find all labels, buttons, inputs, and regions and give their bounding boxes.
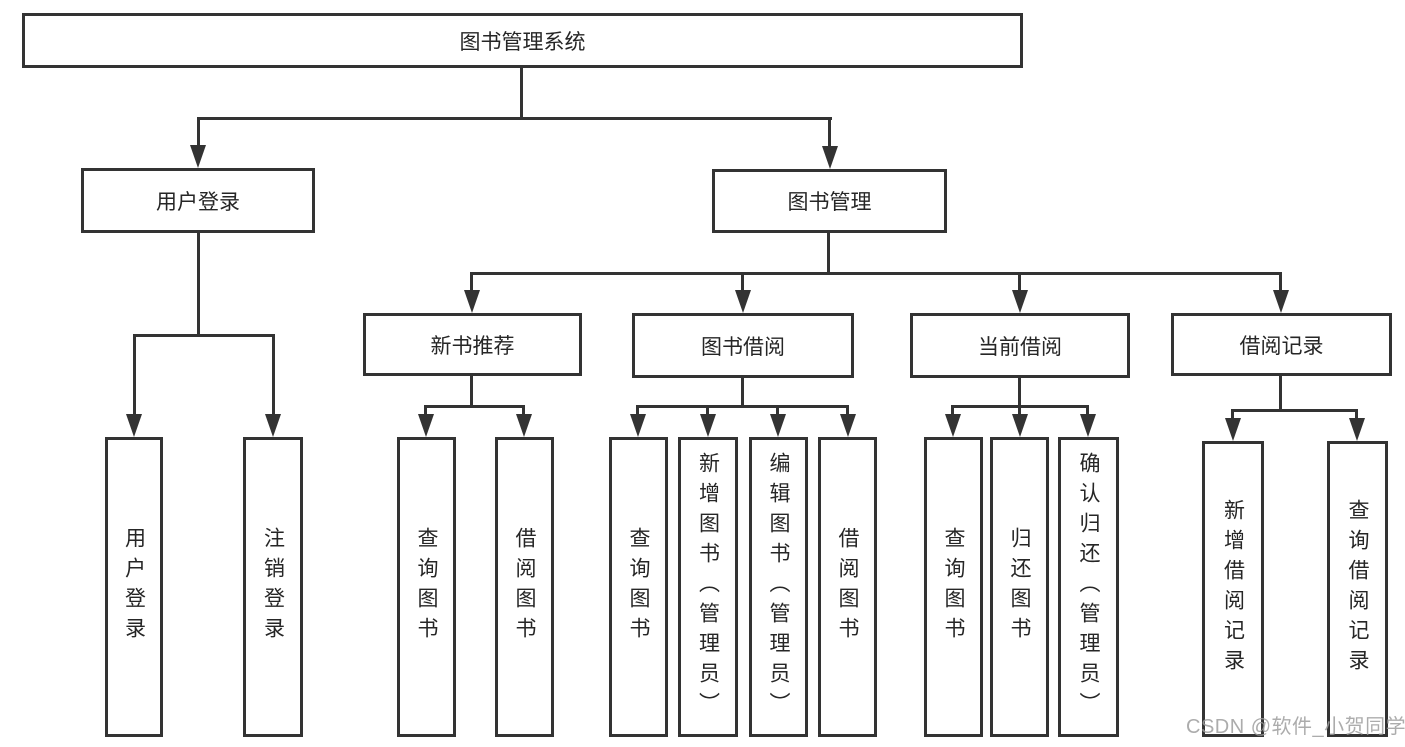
connector-book-borrowing-stem (741, 378, 744, 406)
connector-to-book-borrowing-line (741, 272, 744, 294)
connector-line (1231, 409, 1234, 420)
connector-line (706, 405, 709, 418)
connector-book-management-hbar (471, 272, 1282, 275)
leaf-return-books: 归还图书 (990, 437, 1049, 737)
arrow-to-leaf-borrow-books (840, 414, 856, 437)
arrow-to-leaf-return-books (1012, 414, 1028, 437)
leaf-logout: 注销登录 (243, 437, 303, 737)
connector-user-login-hbar (133, 334, 275, 337)
leaf-query-books-current: 查询图书 (924, 437, 983, 737)
connector-line (1355, 409, 1358, 420)
connector-borrowing-records-stem (1279, 376, 1282, 410)
connector-to-current-borrowing-line (1018, 272, 1021, 294)
leaf-edit-books-admin: 编辑图书（管理员） (749, 437, 808, 737)
node-root: 图书管理系统 (22, 13, 1023, 68)
leaf-borrow-books: 借阅图书 (818, 437, 877, 737)
arrow-to-leaf-confirm-return (1080, 414, 1096, 437)
connector-line (776, 405, 779, 418)
connector-line (846, 405, 849, 418)
arrow-to-leaf-query-books-borrowing (630, 414, 646, 437)
node-user-login: 用户登录 (81, 168, 315, 233)
connector-borrowing-records-hbar (1232, 409, 1358, 412)
connector-to-leaf-user-login-line (133, 334, 136, 418)
connector-line (1018, 405, 1021, 418)
arrow-to-leaf-add-borrow-record (1225, 418, 1241, 441)
arrow-to-current-borrowing (1012, 290, 1028, 313)
connector-to-new-book-line (470, 272, 473, 294)
connector-to-user-login-line (197, 117, 200, 150)
node-book-management: 图书管理 (712, 169, 947, 233)
connector-line (636, 405, 639, 418)
connector-new-book-hbar (425, 405, 525, 408)
connector-book-management-stem (827, 233, 830, 273)
connector-line (424, 405, 427, 418)
node-borrowing-records: 借阅记录 (1171, 313, 1392, 376)
node-current-borrowing: 当前借阅 (910, 313, 1130, 378)
arrow-to-leaf-edit-books (770, 414, 786, 437)
connector-line (1086, 405, 1089, 418)
connector-root-stem (520, 68, 523, 118)
leaf-query-borrow-record: 查询借阅记录 (1327, 441, 1388, 737)
node-book-borrowing: 图书借阅 (632, 313, 854, 378)
leaf-confirm-return-admin: 确认归还（管理员） (1058, 437, 1119, 737)
arrow-to-user-login (190, 145, 206, 168)
arrow-to-leaf-borrow-books-recommend (516, 414, 532, 437)
arrow-to-leaf-user-login (126, 414, 142, 437)
connector-root-hbar (197, 117, 832, 120)
connector-new-book-stem (470, 376, 473, 406)
arrow-to-borrowing-records (1273, 290, 1289, 313)
arrow-to-leaf-add-books (700, 414, 716, 437)
node-new-book-recommend: 新书推荐 (363, 313, 582, 376)
arrow-to-book-management (822, 146, 838, 169)
connector-user-login-stem (197, 233, 200, 335)
leaf-user-login: 用户登录 (105, 437, 163, 737)
arrow-to-book-borrowing (735, 290, 751, 313)
connector-line (951, 405, 954, 418)
leaf-add-books-admin: 新增图书（管理员） (678, 437, 738, 737)
arrow-to-leaf-logout (265, 414, 281, 437)
connector-current-borrowing-stem (1018, 378, 1021, 406)
leaf-borrow-books-recommend: 借阅图书 (495, 437, 554, 737)
connector-line (522, 405, 525, 418)
leaf-add-borrow-record: 新增借阅记录 (1202, 441, 1264, 737)
arrow-to-leaf-query-books-current (945, 414, 961, 437)
connector-book-borrowing-hbar (637, 405, 849, 408)
arrow-to-new-book-recommend (464, 290, 480, 313)
connector-to-book-management-line (828, 117, 831, 151)
connector-to-leaf-logout-line (272, 334, 275, 418)
csdn-watermark: CSDN @软件_小贺同学 (1186, 716, 1405, 738)
connector-to-borrowing-records-line (1279, 272, 1282, 294)
leaf-query-books-borrowing: 查询图书 (609, 437, 668, 737)
arrow-to-leaf-query-books-recommend (418, 414, 434, 437)
arrow-to-leaf-query-borrow-record (1349, 418, 1365, 441)
leaf-query-books-recommend: 查询图书 (397, 437, 456, 737)
